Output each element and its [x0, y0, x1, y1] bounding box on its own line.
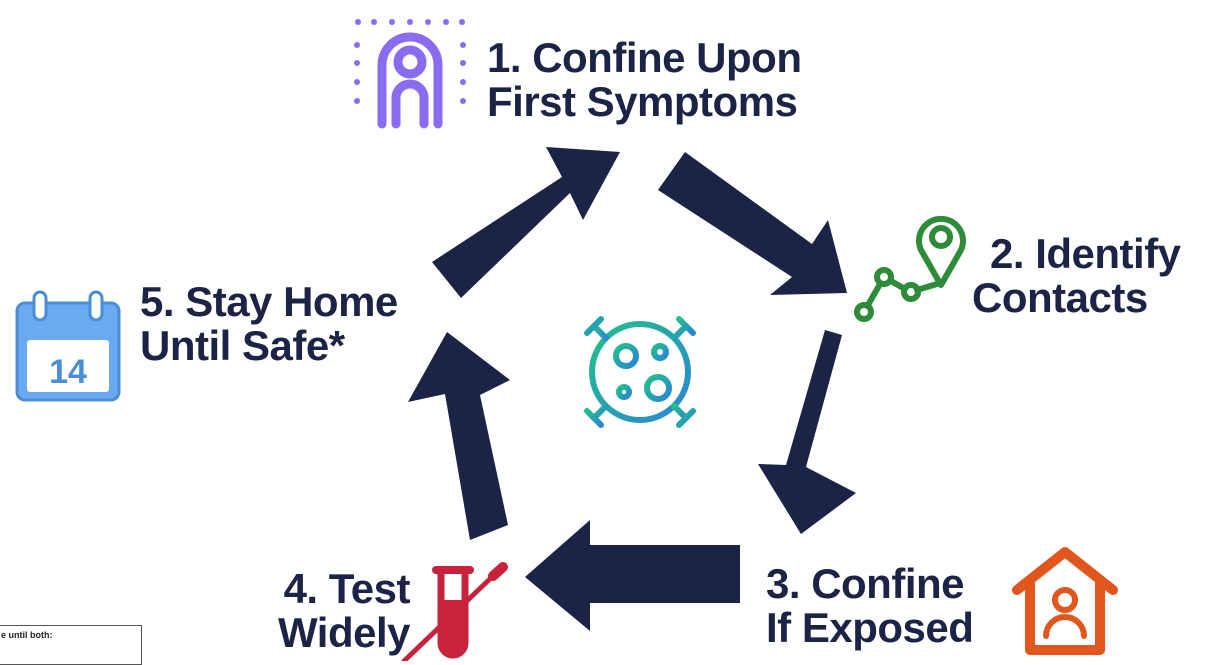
- footnote-box: e until both:: [0, 625, 142, 665]
- footnote-text: e until both:: [1, 630, 53, 640]
- step-2-line2: Contacts: [972, 274, 1148, 321]
- step-3-line2: If Exposed: [766, 604, 974, 651]
- step-2-label: 2. Identify Contacts: [972, 232, 1181, 320]
- arrow-4-to-5: [408, 332, 510, 540]
- location-path-icon: [854, 215, 966, 322]
- arrow-5-to-1: [432, 147, 620, 298]
- home-person-icon: [1012, 547, 1118, 655]
- step-3-line1: 3. Confine: [766, 560, 965, 607]
- step-5-line1: 5. Stay Home: [140, 278, 398, 325]
- test-tube-swab-icon: [401, 562, 508, 661]
- step-3-label: 3. Confine If Exposed: [766, 560, 974, 651]
- calendar-day: 14: [49, 353, 87, 391]
- arrow-1-to-2: [658, 152, 847, 295]
- step-1-line2: First Symptoms: [487, 78, 798, 125]
- person-isolation-icon: [354, 19, 466, 129]
- step-5-line2: Until Safe*: [140, 322, 345, 369]
- step-1-line1: 1. Confine Upon: [487, 34, 802, 81]
- arrow-3-to-4: [525, 520, 740, 631]
- calendar-icon: 14: [15, 290, 121, 402]
- virus-icon: [567, 299, 713, 445]
- step-2-line1: 2. Identify: [990, 230, 1181, 277]
- step-5-label: 5. Stay Home Until Safe*: [140, 280, 398, 368]
- arrow-2-to-3: [758, 330, 856, 534]
- step-1-label: 1. Confine Upon First Symptoms: [487, 34, 802, 125]
- step-4-label: 4. Test Widely: [244, 567, 410, 655]
- step-4-line2: Widely: [278, 609, 410, 656]
- step-4-line1: 4. Test: [283, 565, 411, 612]
